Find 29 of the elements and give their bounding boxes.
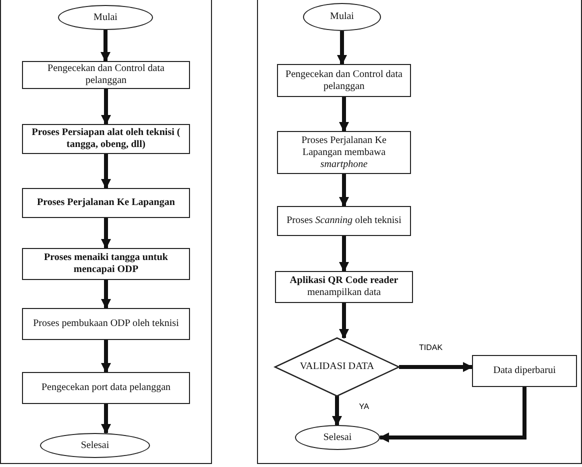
arrow xyxy=(101,404,111,434)
arrow xyxy=(101,280,111,309)
arrow xyxy=(339,303,349,339)
arrow xyxy=(399,362,473,372)
edge-label: YA xyxy=(358,402,370,411)
arrow xyxy=(101,340,111,373)
process-box: Data diperbarui xyxy=(472,355,577,387)
arrow xyxy=(339,97,349,132)
arrow xyxy=(101,218,111,249)
process-box: Pengecekan dan Control data pelanggan xyxy=(277,64,411,97)
process-box: Proses Perjalanan Ke Lapangan xyxy=(22,188,190,218)
process-box: Proses Persiapan alat oleh teknisi ( tangga, obeng, dll) xyxy=(22,124,190,154)
arrow xyxy=(101,154,111,189)
process-box: Proses Scanning oleh teknisi xyxy=(277,206,411,236)
arrow xyxy=(100,30,110,62)
process-box: Pengecekan port data pelanggan xyxy=(22,372,190,404)
arrow xyxy=(379,387,526,442)
arrow xyxy=(339,236,349,272)
process-box: Proses menaiki tangga untuk mencapai ODP xyxy=(22,248,190,280)
process-box: Proses Perjalanan Ke Lapangan membawa smartphone xyxy=(277,131,411,174)
process-box: Pengecekan dan Control data pelanggan xyxy=(22,61,190,89)
arrow xyxy=(101,89,111,125)
arrow xyxy=(339,174,349,207)
process-box: Proses pembukaan ODP oleh teknisi xyxy=(22,308,190,340)
edge-label: TIDAK xyxy=(418,343,444,352)
arrow xyxy=(332,396,342,426)
arrow xyxy=(337,31,347,65)
process-box: Aplikasi QR Code reader menampilkan data xyxy=(275,271,413,303)
decision-diamond: VALIDASI DATA xyxy=(275,338,399,396)
